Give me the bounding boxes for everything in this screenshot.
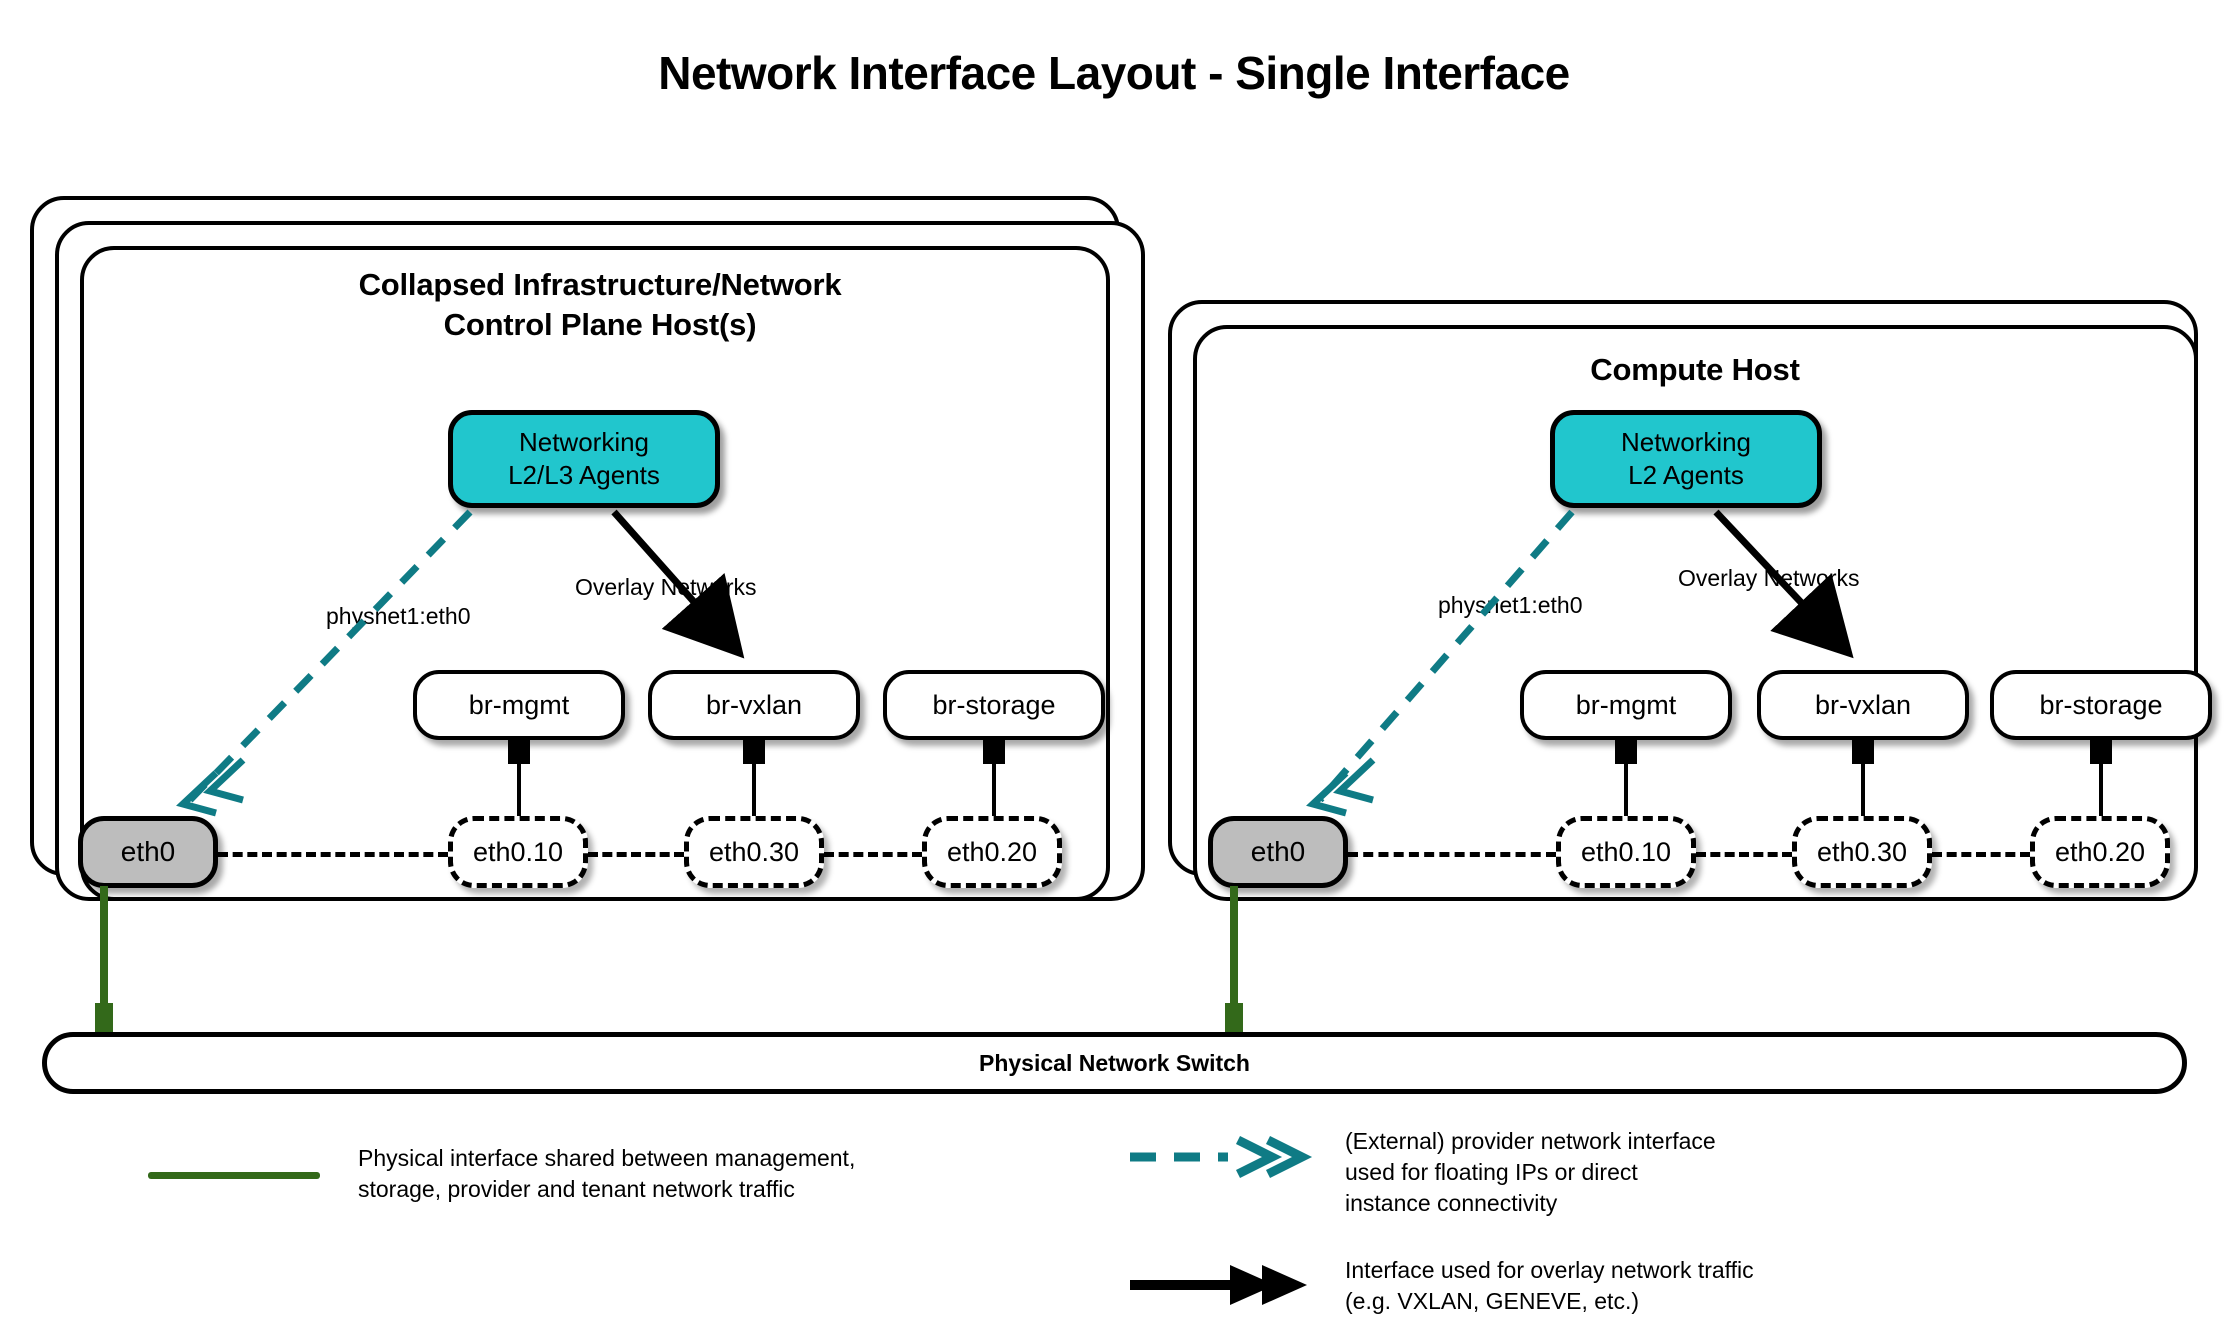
vlan-node-eth0-10-compute[interactable]: eth0.10 bbox=[1556, 816, 1696, 888]
physical-switch-port-compute bbox=[1225, 1003, 1243, 1039]
bridge-tab-br-storage-compute bbox=[2090, 738, 2112, 764]
networking-agent-node-compute[interactable]: Networking L2 Agents bbox=[1550, 410, 1822, 508]
provider-edge-label-control-plane: physnet1:eth0 bbox=[326, 603, 471, 629]
eth0-label: eth0 bbox=[1250, 836, 1306, 867]
agent-label-line-1: Networking bbox=[518, 426, 650, 457]
page-title: Network Interface Layout - Single Interf… bbox=[658, 47, 1570, 99]
eth0-vlan-bus bbox=[218, 852, 448, 857]
overlay-edge-label-control-plane: Overlay Networks bbox=[575, 574, 757, 600]
physical-link-control-plane bbox=[100, 886, 108, 1010]
vlan-node-eth0-20-control-plane[interactable]: eth0.20 bbox=[922, 816, 1062, 888]
bridge-vlan-connector bbox=[992, 760, 996, 818]
bridge-label: br-vxlan bbox=[705, 689, 803, 720]
vlan-node-eth0-20-compute[interactable]: eth0.20 bbox=[2030, 816, 2170, 888]
bridge-label: br-mgmt bbox=[1575, 689, 1677, 720]
bridge-node-br-vxlan-control-plane[interactable]: br-vxlan bbox=[648, 670, 860, 740]
physical-interface-eth0-control-plane[interactable]: eth0 bbox=[78, 816, 218, 888]
networking-agent-node-control-plane[interactable]: Networking L2/L3 Agents bbox=[448, 410, 720, 508]
physical-link-compute bbox=[1230, 886, 1238, 1010]
bridge-label: br-vxlan bbox=[1814, 689, 1912, 720]
overlay-edge-label-compute: Overlay Networks bbox=[1678, 565, 1860, 591]
legend-overlay-text: Interface used for overlay network traff… bbox=[1345, 1255, 1965, 1317]
legend-overlay-line-1: Interface used for overlay network traff… bbox=[1345, 1257, 1754, 1283]
vlan-label: eth0.10 bbox=[472, 836, 564, 867]
bridge-label: br-mgmt bbox=[468, 689, 570, 720]
vlan-label: eth0.30 bbox=[1816, 836, 1908, 867]
bridge-node-br-storage-compute[interactable]: br-storage bbox=[1990, 670, 2212, 740]
vlan-label: eth0.20 bbox=[946, 836, 1038, 867]
legend-provider-arrowhead bbox=[1235, 1135, 1313, 1179]
vlan-node-eth0-10-control-plane[interactable]: eth0.10 bbox=[448, 816, 588, 888]
vlan-node-eth0-30-control-plane[interactable]: eth0.30 bbox=[684, 816, 824, 888]
vlan-label: eth0.10 bbox=[1580, 836, 1672, 867]
host-control-plane-title: Collapsed Infrastructure/Network Control… bbox=[150, 265, 1050, 344]
host-compute-title: Compute Host bbox=[1250, 350, 2140, 390]
legend-provider-line-3: instance connectivity bbox=[1345, 1189, 1558, 1216]
vlan-bus-segment bbox=[824, 852, 922, 857]
agent-label-line-1: Networking bbox=[1620, 426, 1752, 457]
agent-label-line-2: L2/L3 Agents bbox=[508, 460, 660, 490]
legend-provider-line-2: used for floating IPs or direct bbox=[1345, 1158, 1638, 1185]
eth0-label: eth0 bbox=[120, 836, 176, 867]
legend-physical-text: Physical interface shared between manage… bbox=[358, 1143, 978, 1205]
physical-switch-port-control-plane bbox=[95, 1003, 113, 1039]
bridge-vlan-connector bbox=[1624, 760, 1628, 818]
host-title-line-1: Collapsed Infrastructure/Network bbox=[358, 267, 842, 302]
eth0-vlan-bus bbox=[1348, 852, 1556, 857]
bridge-node-br-storage-control-plane[interactable]: br-storage bbox=[883, 670, 1105, 740]
bridge-tab-br-mgmt-compute bbox=[1615, 738, 1637, 764]
bridge-vlan-connector bbox=[517, 760, 521, 818]
vlan-bus-segment bbox=[1932, 852, 2030, 857]
legend-provider-line-1: (External) provider network interface bbox=[1345, 1128, 1716, 1154]
bridge-node-br-mgmt-control-plane[interactable]: br-mgmt bbox=[413, 670, 625, 740]
host-title-line-1: Compute Host bbox=[1590, 352, 1800, 387]
bridge-node-br-mgmt-compute[interactable]: br-mgmt bbox=[1520, 670, 1732, 740]
bridge-node-br-vxlan-compute[interactable]: br-vxlan bbox=[1757, 670, 1969, 740]
bridge-tab-br-vxlan-compute bbox=[1852, 738, 1874, 764]
agent-label-line-2: L2 Agents bbox=[1628, 460, 1744, 490]
bridge-vlan-connector bbox=[752, 760, 756, 818]
bridge-label: br-storage bbox=[2039, 689, 2163, 720]
vlan-node-eth0-30-compute[interactable]: eth0.30 bbox=[1792, 816, 1932, 888]
vlan-label: eth0.20 bbox=[2054, 836, 2146, 867]
bridge-tab-br-storage-control-plane bbox=[983, 738, 1005, 764]
vlan-bus-segment bbox=[588, 852, 684, 857]
legend-physical-line-2: storage, provider and tenant network tra… bbox=[358, 1175, 795, 1202]
physical-interface-eth0-compute[interactable]: eth0 bbox=[1208, 816, 1348, 888]
bridge-label: br-storage bbox=[932, 689, 1056, 720]
host-title-line-2: Control Plane Host(s) bbox=[443, 306, 757, 342]
vlan-bus-segment bbox=[1696, 852, 1792, 857]
physical-network-switch[interactable]: Physical Network Switch bbox=[42, 1032, 2187, 1094]
bridge-tab-br-mgmt-control-plane bbox=[508, 738, 530, 764]
legend-overlay-line-2: (e.g. VXLAN, GENEVE, etc.) bbox=[1345, 1287, 1639, 1314]
provider-edge-label-compute: physnet1:eth0 bbox=[1438, 592, 1583, 618]
legend-physical-line bbox=[148, 1172, 320, 1179]
legend-provider-text: (External) provider network interface us… bbox=[1345, 1126, 1965, 1218]
vlan-label: eth0.30 bbox=[708, 836, 800, 867]
bridge-vlan-connector bbox=[2099, 760, 2103, 818]
bridge-vlan-connector bbox=[1861, 760, 1865, 818]
bridge-tab-br-vxlan-control-plane bbox=[743, 738, 765, 764]
legend-physical-line-1: Physical interface shared between manage… bbox=[358, 1145, 856, 1171]
switch-label: Physical Network Switch bbox=[979, 1049, 1250, 1076]
legend-overlay-arrowhead bbox=[1230, 1265, 1307, 1305]
